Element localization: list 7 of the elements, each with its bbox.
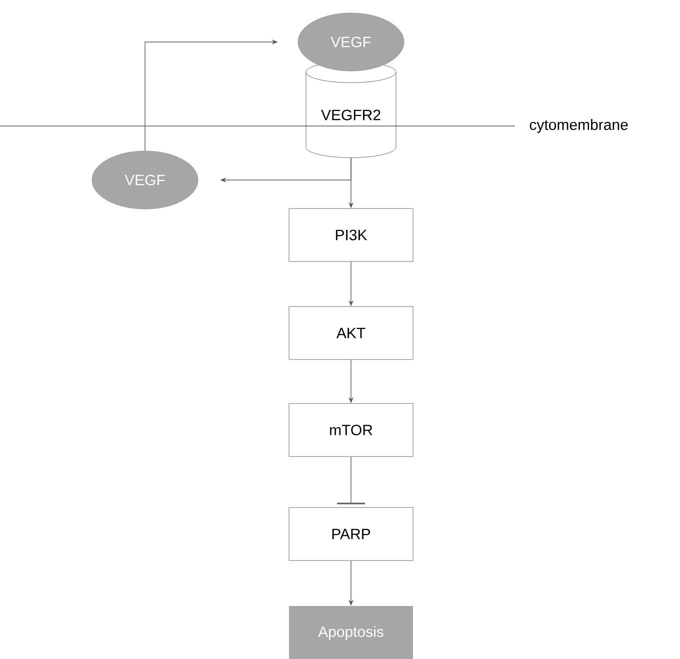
outcome-box: Apoptosis [289, 606, 413, 659]
process-box: mTOR [288, 403, 414, 457]
membrane-label: cytomembrane [530, 119, 628, 133]
process-box: PARP [288, 507, 414, 561]
process-box: AKT [288, 306, 414, 360]
arrow [337, 456, 365, 504]
process-box: PI3K [288, 208, 414, 262]
